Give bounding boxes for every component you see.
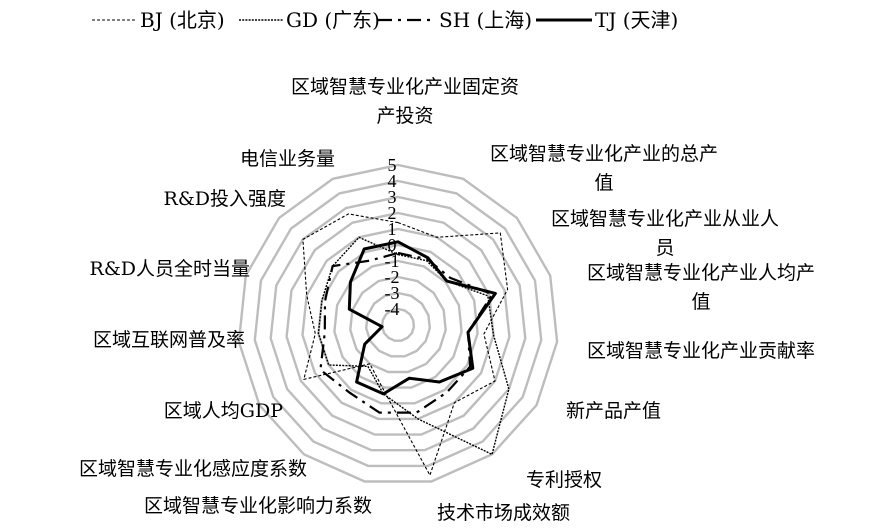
grid-ring	[253, 179, 543, 468]
legend-label: SH (上海)	[439, 8, 532, 32]
axis-label: 区域智慧专业化产业从业人员	[551, 208, 779, 259]
series-line	[319, 251, 494, 414]
axis-label: 区域智慧专业化产业固定资产投资	[291, 76, 519, 127]
legend-label: GD (广东)	[286, 8, 380, 32]
axis-label: 区域智慧专业化产业的总产值	[490, 143, 718, 194]
axis-label: 区域智慧专业化感应度系数	[79, 458, 307, 480]
tick-label: 5	[388, 155, 397, 175]
legend-label: TJ (天津)	[595, 8, 678, 32]
grid-ring	[364, 291, 432, 358]
legend: BJ (北京) GD (广东) SH (上海) TJ (天津)	[92, 8, 678, 32]
tick-label: 1	[388, 219, 397, 239]
radar-grid	[237, 163, 559, 483]
axis-label: 技术市场成效额	[437, 502, 570, 524]
axis-label: 区域互联网普及率	[93, 329, 245, 351]
tick-label: 2	[388, 203, 397, 223]
axis-labels: 区域智慧专业化产业固定资产投资区域智慧专业化产业的总产值区域智慧专业化产业从业人…	[79, 76, 815, 524]
tick-label: -2	[385, 267, 400, 287]
axis-label: 电信业务量	[240, 148, 335, 170]
axis-label: R&D人员全时当量	[90, 258, 250, 280]
axis-label: 区域智慧专业化影响力系数	[144, 495, 372, 517]
grid-ring	[269, 195, 527, 452]
grid-ring	[380, 307, 416, 342]
tick-label: -3	[385, 283, 400, 303]
grid-ring	[285, 211, 511, 436]
axis-label: 区域智慧专业化产业贡献率	[587, 340, 815, 362]
tick-label: 0	[388, 235, 397, 255]
tick-label: 4	[388, 171, 397, 191]
axis-label: R&D投入强度	[164, 188, 286, 210]
axis-label: 新产品产值	[566, 400, 661, 422]
axis-label: 专利授权	[526, 469, 602, 491]
series-lines	[302, 213, 510, 476]
tick-label: 3	[388, 187, 397, 207]
grid-ring	[349, 275, 447, 374]
axis-label: 区域人均GDP	[164, 400, 283, 422]
series-line	[302, 213, 509, 476]
axis-label: 区域智慧专业化产业人均产值	[587, 262, 815, 313]
series-line	[347, 240, 497, 396]
series-line	[317, 236, 510, 456]
grid-ring	[301, 227, 495, 421]
legend-label: BJ (北京)	[140, 8, 225, 32]
grid-ring	[237, 163, 559, 483]
grid-ring	[333, 259, 463, 389]
tick-label: -4	[385, 299, 400, 319]
